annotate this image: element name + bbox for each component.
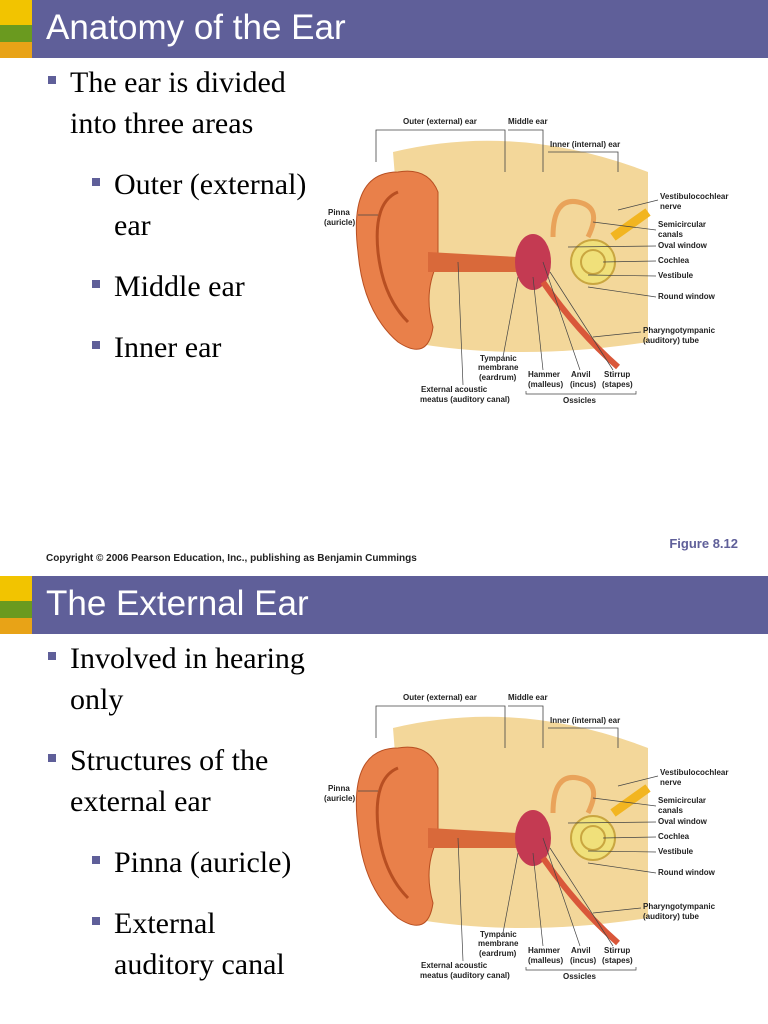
label-ossicles: Ossicles xyxy=(563,396,596,405)
bullet-list: The ear is divided into three areas Oute… xyxy=(46,62,316,388)
bullet-item: Middle ear xyxy=(90,266,316,307)
label-vestibulocochlear-1: Vestibulocochlear xyxy=(660,768,728,777)
label-outer-ear: Outer (external) ear xyxy=(403,117,477,126)
label-round-window: Round window xyxy=(658,292,716,301)
label-anvil-2: (incus) xyxy=(570,380,597,389)
bullet-item: Structures of the external ear xyxy=(46,740,316,822)
label-semicircular-1: Semicircular xyxy=(658,796,706,805)
bullet-list: Involved in hearing only Structures of t… xyxy=(46,638,316,1005)
label-semicircular-2: canals xyxy=(658,230,683,239)
label-vestibulocochlear-2: nerve xyxy=(660,202,682,211)
ear-canal xyxy=(428,252,518,272)
middle-ear-cavity xyxy=(515,234,551,290)
label-stirrup-1: Stirrup xyxy=(604,370,630,379)
label-hammer-1: Hammer xyxy=(528,946,560,955)
copyright-notice: Copyright © 2006 Pearson Education, Inc.… xyxy=(46,553,417,564)
label-inner-ear: Inner (internal) ear xyxy=(550,716,620,725)
title-bar xyxy=(0,0,768,58)
bullet-item: External auditory canal xyxy=(90,903,316,985)
label-external-2: meatus (auditory canal) xyxy=(420,971,510,980)
label-cochlea: Cochlea xyxy=(658,256,690,265)
label-middle-ear: Middle ear xyxy=(508,693,548,702)
pinna-fold xyxy=(375,190,410,324)
label-cochlea: Cochlea xyxy=(658,832,690,841)
auditory-tube xyxy=(540,280,620,370)
label-vestibule: Vestibule xyxy=(658,847,694,856)
label-stirrup-2: (stapes) xyxy=(602,380,633,389)
label-pinna-2: (auricle) xyxy=(324,794,355,803)
label-hammer-2: (malleus) xyxy=(528,956,563,965)
label-external-1: External acoustic xyxy=(421,961,488,970)
title-accent xyxy=(0,576,32,634)
middle-ear-cavity xyxy=(515,810,551,866)
pinna-shape xyxy=(355,746,439,926)
label-external-2: meatus (auditory canal) xyxy=(420,395,510,404)
label-middle-ear: Middle ear xyxy=(508,117,548,126)
nerve-shape xyxy=(610,784,651,817)
label-anvil-1: Anvil xyxy=(571,946,591,955)
label-oval-window: Oval window xyxy=(658,817,708,826)
slide-title: The External Ear xyxy=(46,584,309,623)
label-outer-ear: Outer (external) ear xyxy=(403,693,477,702)
slide-title: Anatomy of the Ear xyxy=(46,8,346,47)
label-round-window: Round window xyxy=(658,868,716,877)
figure-ear-anatomy: Outer (external) ear Middle ear Inner (i… xyxy=(318,688,768,988)
ear-canal xyxy=(428,828,518,848)
pinna-shape xyxy=(355,170,439,350)
label-ossicles: Ossicles xyxy=(563,972,596,981)
title-accent xyxy=(0,0,32,58)
slide-the-external-ear: The External Ear Involved in hearing onl… xyxy=(0,576,768,1024)
figure-ear-anatomy: Outer (external) ear Middle ear Inner (i… xyxy=(318,112,768,412)
label-pharyngotympanic-2: (auditory) tube xyxy=(643,912,700,921)
label-tympanic-2: membrane xyxy=(478,363,519,372)
label-stirrup-1: Stirrup xyxy=(604,946,630,955)
label-pharyngotympanic-2: (auditory) tube xyxy=(643,336,700,345)
title-bar xyxy=(0,576,768,634)
label-hammer-2: (malleus) xyxy=(528,380,563,389)
label-pinna-1: Pinna xyxy=(328,784,350,793)
auditory-tube xyxy=(540,856,620,946)
label-vestibulocochlear-1: Vestibulocochlear xyxy=(660,192,728,201)
label-pharyngotympanic-1: Pharyngotympanic xyxy=(643,902,716,911)
label-inner-ear: Inner (internal) ear xyxy=(550,140,620,149)
ear-anatomy-diagram: Outer (external) ear Middle ear Inner (i… xyxy=(324,693,728,981)
label-semicircular-2: canals xyxy=(658,806,683,815)
label-hammer-1: Hammer xyxy=(528,370,560,379)
label-pinna-1: Pinna xyxy=(328,208,350,217)
label-vestibule: Vestibule xyxy=(658,271,694,280)
bullet-item: Involved in hearing only xyxy=(46,638,316,720)
pinna-fold xyxy=(375,766,410,900)
bullet-item: Pinna (auricle) xyxy=(90,842,316,883)
nerve-shape xyxy=(610,208,651,241)
label-stirrup-2: (stapes) xyxy=(602,956,633,965)
label-anvil-1: Anvil xyxy=(571,370,591,379)
slide-anatomy-of-the-ear: Anatomy of the Ear The ear is divided in… xyxy=(0,0,768,564)
label-tympanic-2: membrane xyxy=(478,939,519,948)
label-pinna-2: (auricle) xyxy=(324,218,355,227)
label-anvil-2: (incus) xyxy=(570,956,597,965)
label-tympanic-3: (eardrum) xyxy=(479,373,517,382)
bullet-item: The ear is divided into three areas xyxy=(46,62,316,144)
label-external-1: External acoustic xyxy=(421,385,488,394)
label-tympanic-3: (eardrum) xyxy=(479,949,517,958)
label-pharyngotympanic-1: Pharyngotympanic xyxy=(643,326,716,335)
figure-reference: Figure 8.12 xyxy=(669,536,738,551)
ear-anatomy-diagram: Outer (external) ear Middle ear Inner (i… xyxy=(324,117,728,405)
label-semicircular-1: Semicircular xyxy=(658,220,706,229)
bullet-item: Inner ear xyxy=(90,327,316,368)
label-tympanic-1: Tympanic xyxy=(480,354,517,363)
label-oval-window: Oval window xyxy=(658,241,708,250)
label-vestibulocochlear-2: nerve xyxy=(660,778,682,787)
bullet-item: Outer (external) ear xyxy=(90,164,316,246)
label-tympanic-1: Tympanic xyxy=(480,930,517,939)
